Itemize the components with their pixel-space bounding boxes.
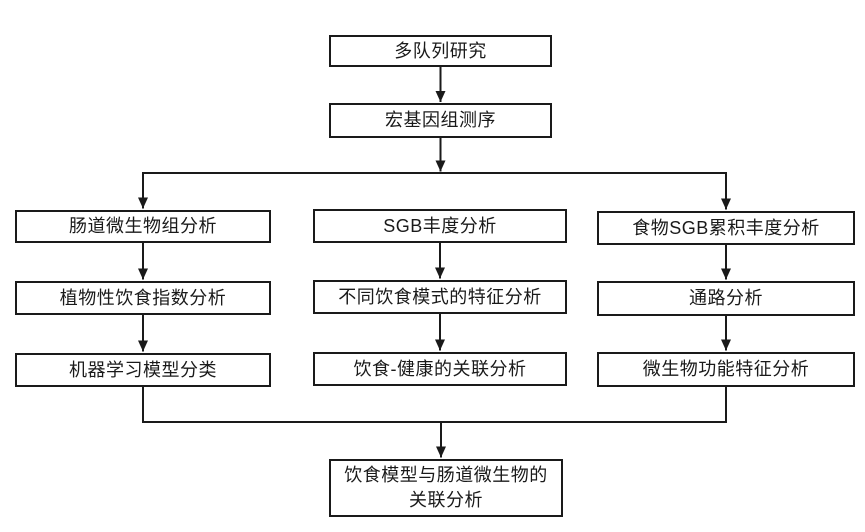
node-diet-health-association-analysis: 饮食-健康的关联分析	[313, 352, 567, 386]
node-food-sgb-cumulative-abundance-analysis: 食物SGB累积丰度分析	[597, 211, 855, 245]
node-metagenomic-sequencing: 宏基因组测序	[329, 103, 552, 138]
node-plant-based-diet-index-analysis: 植物性饮食指数分析	[15, 281, 271, 315]
node-microbial-function-feature-analysis: 微生物功能特征分析	[597, 352, 855, 387]
node-gut-microbiome-analysis: 肠道微生物组分析	[15, 210, 271, 243]
node-diet-pattern-feature-analysis: 不同饮食模式的特征分析	[313, 280, 567, 314]
node-ml-model-classification: 机器学习模型分类	[15, 353, 271, 387]
node-pathway-analysis: 通路分析	[597, 281, 855, 316]
node-diet-model-gut-microbiome-association-analysis: 饮食模型与肠道微生物的 关联分析	[329, 459, 563, 517]
connector-merge-bar	[142, 386, 727, 423]
node-multi-cohort-study: 多队列研究	[329, 35, 552, 67]
node-sgb-abundance-analysis: SGB丰度分析	[313, 209, 567, 243]
